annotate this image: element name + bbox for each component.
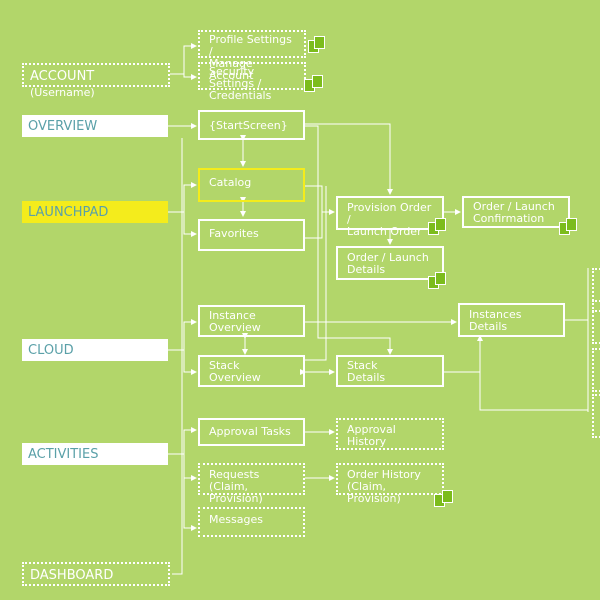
box-messages[interactable]: Messages [198,507,305,537]
nav-cloud[interactable]: CLOUD [22,339,168,361]
box-catalog[interactable]: Catalog [198,168,305,202]
nav-account-username: (Username) [30,86,95,99]
offscreen-box [592,300,600,344]
page-icon [312,75,323,88]
offscreen-box [592,348,600,392]
offscreen-box [592,394,600,438]
box-favorites[interactable]: Favorites [198,219,305,251]
box-instance-overview[interactable]: Instance Overview [198,305,305,337]
box-requests[interactable]: Requests (Claim, Provision) [198,463,305,505]
box-start-screen[interactable]: {StartScreen} [198,110,305,140]
box-order-history[interactable]: Order History (Claim, Provision) [336,463,444,505]
box-security-settings[interactable]: Security Settings / Credentials [198,62,306,102]
nav-account-label: ACCOUNT [30,69,95,84]
offscreen-box [592,268,600,312]
box-provision-order[interactable]: Provision Order / Launch Order [336,196,444,238]
page-icon [435,218,446,231]
box-approval-tasks[interactable]: Approval Tasks [198,418,305,446]
box-stack-overview[interactable]: Stack Overview [198,355,305,387]
box-order-confirmation[interactable]: Order / Launch Confirmation [462,196,570,228]
page-icon [566,218,577,231]
box-stack-details[interactable]: Stack Details [336,355,444,387]
box-order-details[interactable]: Order / Launch Details [336,246,444,280]
nav-account[interactable]: ACCOUNT (Username) [22,63,170,99]
box-profile-settings[interactable]: Profile Settings / Manage Account [198,30,306,82]
nav-overview[interactable]: OVERVIEW [22,115,168,137]
page-icon [314,36,325,49]
nav-dashboard[interactable]: DASHBOARD [22,562,170,586]
nav-launchpad[interactable]: LAUNCHPAD [22,201,168,223]
box-approval-history[interactable]: Approval History [336,418,444,450]
box-instances-details[interactable]: Instances Details [458,303,565,337]
page-icon [442,490,453,503]
page-icon [435,272,446,285]
nav-activities[interactable]: ACTIVITIES [22,443,168,465]
